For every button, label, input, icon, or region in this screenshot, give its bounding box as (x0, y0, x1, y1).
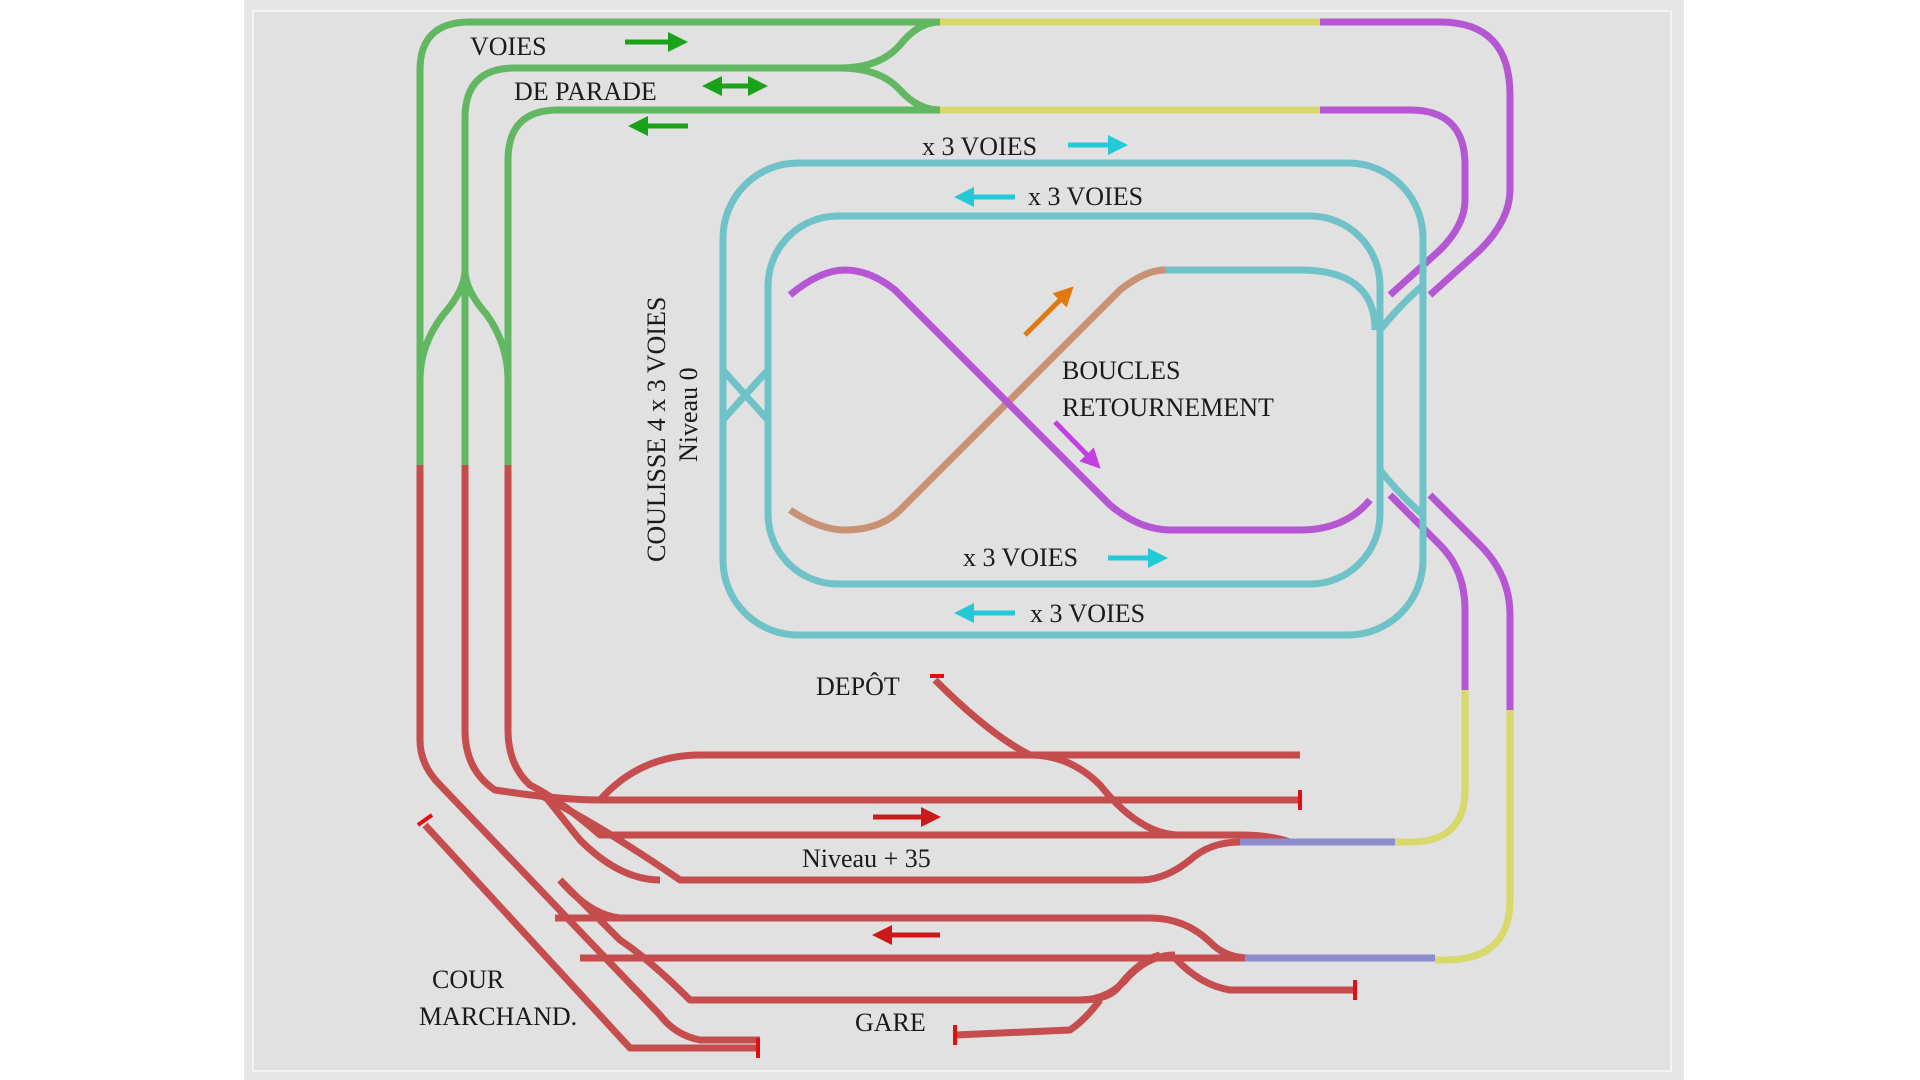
label-voies: VOIES (470, 32, 547, 61)
label-cour: COUR (432, 965, 505, 994)
label-x3-voies-2: x 3 VOIES (1028, 182, 1143, 211)
label-niveau-35: Niveau + 35 (802, 844, 931, 873)
label-gare: GARE (855, 1008, 926, 1037)
label-retournement: RETOURNEMENT (1062, 393, 1274, 422)
magenta-ramp-tracks (1320, 18, 1514, 710)
label-x3-voies-3: x 3 VOIES (963, 543, 1078, 572)
label-marchand: MARCHAND. (419, 1002, 577, 1031)
return-loop-orange (788, 266, 1166, 534)
yellow-top-tracks (940, 18, 1320, 114)
arrow-diagonal-icon (1023, 286, 1074, 337)
label-niveau-0: Niveau 0 (674, 367, 703, 462)
label-de-parade: DE PARADE (514, 77, 657, 106)
label-x3-voies-1: x 3 VOIES (922, 132, 1037, 161)
parade-tracks (416, 18, 941, 465)
blue-connector-tracks (1240, 838, 1435, 962)
station-tracks (416, 465, 1435, 1052)
coulisse-tracks (719, 159, 1427, 639)
arrow-diagonal-icon (1053, 420, 1101, 469)
return-loop-magenta (787, 266, 1373, 534)
direction-arrows (625, 32, 1168, 945)
label-boucles: BOUCLES (1062, 356, 1180, 385)
label-depot: DEPÔT (816, 672, 900, 701)
buffer-stops (416, 674, 1357, 1058)
yellow-right-tracks (1395, 690, 1514, 964)
buffer-stop (416, 813, 434, 827)
label-x3-voies-4: x 3 VOIES (1030, 599, 1145, 628)
label-coulisse: COULISSE 4 x 3 VOIES (642, 297, 671, 562)
